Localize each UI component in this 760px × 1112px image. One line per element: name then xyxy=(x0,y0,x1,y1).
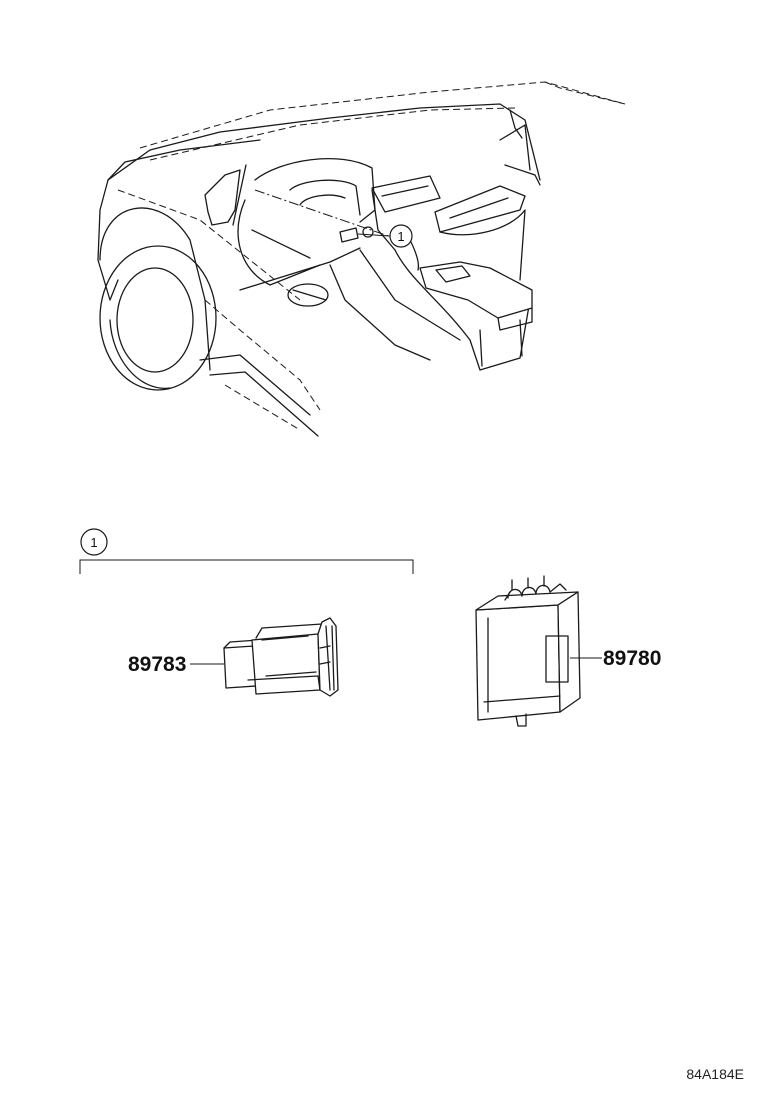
overview-callout-number: 1 xyxy=(397,229,404,244)
part-ecu-89780[interactable] xyxy=(475,575,602,727)
illustration-code: 84A184E xyxy=(686,1066,744,1082)
part-number-89780[interactable]: 89780 xyxy=(603,647,661,670)
part-switch-89783[interactable] xyxy=(190,617,339,697)
callout-balloon xyxy=(80,528,108,556)
bracket-line xyxy=(79,559,414,574)
part-number-89783[interactable]: 89783 xyxy=(128,653,186,676)
callout-group-bracket: 1 xyxy=(79,528,414,574)
vehicle-dashboard-illustration: 1 xyxy=(97,81,626,437)
callout-balloon-number: 1 xyxy=(90,535,97,550)
